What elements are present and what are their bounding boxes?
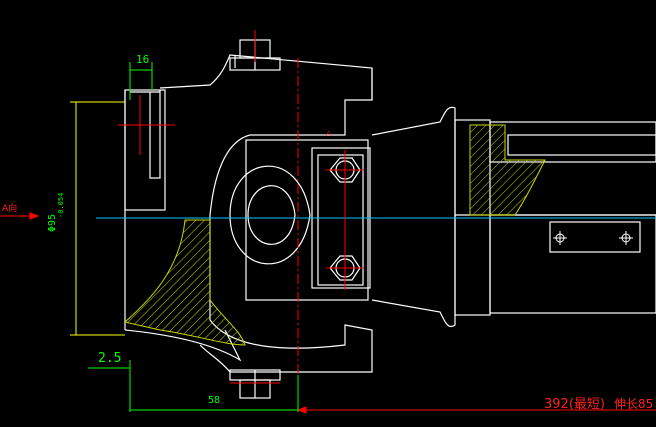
flange bbox=[124, 89, 242, 362]
small-mark: △ bbox=[326, 129, 332, 137]
dim-length: 58 bbox=[208, 395, 221, 406]
red-marks bbox=[0, 30, 656, 414]
dim-total: 392(最短) bbox=[544, 397, 605, 412]
shaft bbox=[371, 106, 656, 328]
hatch-sections bbox=[123, 124, 546, 346]
dim-extension: 伸长85 bbox=[614, 397, 654, 411]
diameter-dimension bbox=[70, 101, 125, 336]
dimension-lines bbox=[88, 62, 299, 412]
dim-flange-tolerance: -0.054 bbox=[57, 192, 65, 218]
bottom-bolt bbox=[229, 369, 281, 399]
dim-flange-width: 16 bbox=[136, 53, 150, 66]
dim-gap: 2.5 bbox=[98, 351, 122, 366]
view-label: A向 bbox=[2, 204, 18, 214]
shaft-holes bbox=[553, 231, 633, 245]
